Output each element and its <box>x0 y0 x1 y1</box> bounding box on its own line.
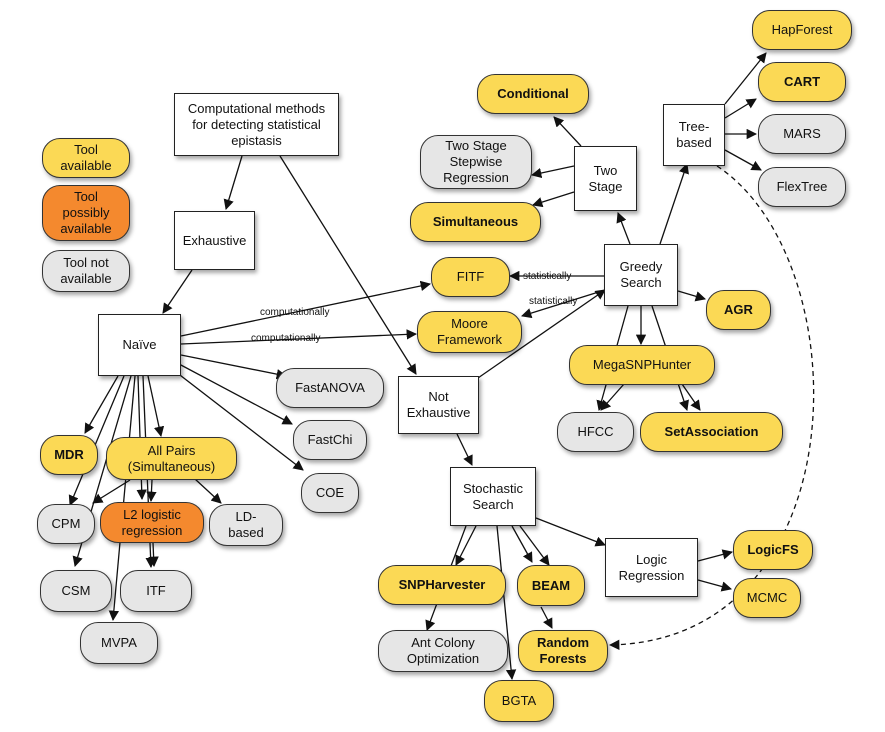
edge-tree-flextree <box>724 149 762 171</box>
edge-logic-logicfs <box>697 549 734 562</box>
tool-two-stage-stepwise-regression: Two Stage Stepwise Regression <box>420 135 532 189</box>
tool-setassociation: SetAssociation <box>640 412 783 452</box>
edge-allpairs-ld <box>194 478 222 504</box>
edge-allpairs-l2 <box>146 479 157 503</box>
edge-label-statistically-fitf: statistically <box>523 271 572 282</box>
edge-tree-cart <box>724 98 757 119</box>
edge-tree-hapforest <box>724 52 767 105</box>
edge-naive-allpairs <box>147 375 165 438</box>
tool-itf: ITF <box>120 570 192 612</box>
edge-tree-random-dashed <box>608 165 815 650</box>
edge-label-statistically-moore: statistically <box>529 296 578 307</box>
tool-mdr: MDR <box>40 435 98 475</box>
edge-naive-coe <box>175 371 304 471</box>
tool-csm: CSM <box>40 570 112 612</box>
edge-beam-random <box>540 606 553 629</box>
edge-greedy-agr <box>677 290 706 302</box>
tool-ld-based: LD- based <box>209 504 283 546</box>
edge-stochastic-beam <box>511 525 533 563</box>
tool-megasnphunter: MegaSNPHunter <box>569 345 715 385</box>
legend-tool-available: Tool available <box>42 138 130 178</box>
edge-twostage-stepwise <box>530 165 575 179</box>
edge-greedy-tree <box>659 163 689 245</box>
edge-label-computationally-fitf: computationally <box>260 307 330 318</box>
edge-stochastic-snpharvester <box>455 525 477 566</box>
tool-simultaneous: Simultaneous <box>410 202 541 242</box>
tool-flextree: FlexTree <box>758 167 846 207</box>
edge-naive-mdr <box>84 375 119 434</box>
node-greedy-search: Greedy Search <box>604 244 678 306</box>
edge-naive-moore <box>180 329 418 345</box>
tool-ant-colony-optimization: Ant Colony Optimization <box>378 630 508 672</box>
edge-naive-fastchi <box>178 363 293 425</box>
tool-cpm: CPM <box>37 504 95 544</box>
edge-exhaustive-naive <box>162 269 193 314</box>
tool-random-forests: Random Forests <box>518 630 608 672</box>
edge-mega-setassoc <box>681 383 701 411</box>
edge-greedy-twostage <box>616 212 631 245</box>
tool-coe: COE <box>301 473 359 513</box>
edge-naive-fastanova <box>180 354 288 380</box>
tool-agr: AGR <box>706 290 771 330</box>
node-logic-regression: Logic Regression <box>605 538 698 597</box>
legend-tool-not-available: Tool not available <box>42 250 130 292</box>
edge-l2-itf <box>148 542 159 568</box>
legend-tool-possibly-available: Tool possibly available <box>42 185 130 241</box>
node-not-exhaustive: Not Exhaustive <box>398 376 479 434</box>
edge-naive-cpm <box>68 375 125 506</box>
edge-twostage-simultaneous <box>532 191 575 208</box>
tool-hfcc: HFCC <box>557 412 634 452</box>
edge-allpairs-cpm <box>92 479 131 504</box>
edge-root-not-exhaustive <box>279 155 417 375</box>
tool-l2-logistic-regression: L2 logistic regression <box>100 502 204 543</box>
tool-snpharvester: SNPHarvester <box>378 565 506 605</box>
edge-naive-mvpa <box>108 375 136 622</box>
tool-moore-framework: Moore Framework <box>417 311 522 353</box>
tool-mcmc: MCMC <box>733 578 801 618</box>
edge-naive-fitf <box>180 280 432 337</box>
edge-greedy-moore <box>521 289 606 319</box>
tool-conditional: Conditional <box>477 74 589 114</box>
tool-all-pairs: All Pairs (Simultaneous) <box>106 437 237 480</box>
tool-cart: CART <box>758 62 846 102</box>
edge-twostage-conditional <box>553 116 582 147</box>
edge-label-computationally-moore: computationally <box>251 333 321 344</box>
tool-fastanova: FastANOVA <box>276 368 384 408</box>
edge-notex-greedy <box>477 289 606 379</box>
tool-logicfs: LogicFS <box>733 530 813 570</box>
node-two-stage: Two Stage <box>574 146 637 211</box>
edge-stochastic-random <box>519 525 550 566</box>
edge-logic-mcmc <box>697 579 733 592</box>
tool-beam: BEAM <box>517 565 585 606</box>
tool-mvpa: MVPA <box>80 622 158 664</box>
node-exhaustive: Exhaustive <box>174 211 255 270</box>
node-stochastic-search: Stochastic Search <box>450 467 536 526</box>
edge-notex-stochastic <box>456 433 473 466</box>
edge-root-exhaustive <box>223 155 243 210</box>
tool-hapforest: HapForest <box>752 10 852 50</box>
tool-bgta: BGTA <box>484 680 554 722</box>
edge-stochastic-bgta <box>496 525 517 681</box>
node-root: Computational methods for detecting stat… <box>174 93 339 156</box>
node-tree-based: Tree- based <box>663 104 725 166</box>
node-naive: Naïve <box>98 314 181 376</box>
tool-fastchi: FastChi <box>293 420 367 460</box>
tool-fitf: FITF <box>431 257 510 297</box>
tool-mars: MARS <box>758 114 846 154</box>
edge-mega-hfcc <box>600 383 625 411</box>
edge-stochastic-logic <box>535 517 606 547</box>
